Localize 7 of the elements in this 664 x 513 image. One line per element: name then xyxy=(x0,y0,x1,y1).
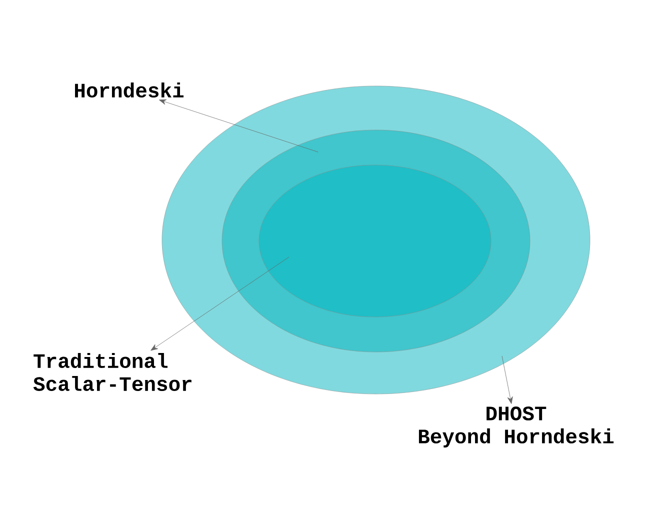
leader-arrow xyxy=(502,356,513,404)
leader-arrow xyxy=(159,99,318,152)
region-label: Traditional Scalar-Tensor xyxy=(33,352,192,392)
region-label: Horndeski xyxy=(75,82,184,98)
region-label: DHOST Beyond Horndeski xyxy=(418,406,614,448)
leader-arrow xyxy=(150,256,290,351)
ellipse-region xyxy=(258,164,492,318)
